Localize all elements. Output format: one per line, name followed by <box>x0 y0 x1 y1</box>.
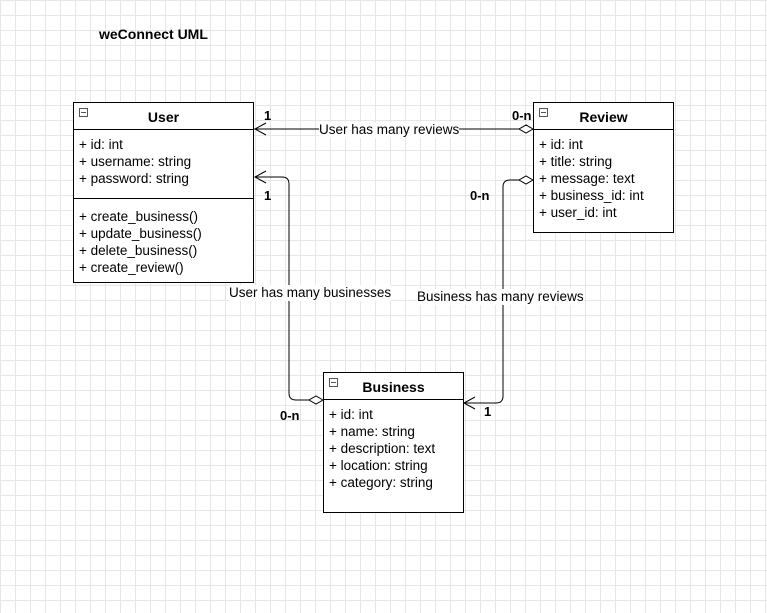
user-businesses-target-mult: 0-n <box>280 408 300 423</box>
attribute-row: + title: string <box>539 154 613 169</box>
class-business-header[interactable]: Business <box>324 373 463 400</box>
collapse-icon[interactable] <box>329 378 338 387</box>
business-reviews-source-mult: 1 <box>484 404 492 419</box>
attribute-row: + business_id: int <box>539 188 644 203</box>
user-businesses-arrow <box>253 170 267 184</box>
user-businesses-label: User has many businesses <box>229 285 392 301</box>
user-businesses-diamond <box>307 395 325 405</box>
class-business[interactable]: Business + id: int + name: string + desc… <box>323 372 464 513</box>
diagram-title: weConnect UML <box>99 26 208 42</box>
class-user-header[interactable]: User <box>74 103 253 130</box>
business-reviews-arrow <box>462 396 476 410</box>
operation-row: + delete_business() <box>79 243 198 258</box>
attribute-row: + username: string <box>79 154 192 169</box>
collapse-icon[interactable] <box>539 108 548 117</box>
class-user-attributes: + id: int + username: string + password:… <box>74 130 253 198</box>
business-reviews-diamond <box>517 175 535 185</box>
user-businesses-source-mult: 1 <box>264 188 272 203</box>
class-review[interactable]: Review + id: int + title: string + messa… <box>533 102 674 233</box>
user-reviews-arrow <box>253 122 267 136</box>
user-reviews-label: User has many reviews <box>319 122 460 138</box>
class-review-name: Review <box>579 109 628 125</box>
attribute-row: + id: int <box>539 137 583 152</box>
attribute-row: + message: text <box>539 171 635 186</box>
user-reviews-diamond <box>517 124 535 134</box>
collapse-icon[interactable] <box>79 108 88 117</box>
attribute-row: + description: text <box>329 441 436 456</box>
class-business-name: Business <box>362 379 425 395</box>
operation-row: + create_business() <box>79 209 198 224</box>
attribute-row: + category: string <box>329 475 433 490</box>
class-user[interactable]: User + id: int + username: string + pass… <box>73 102 254 283</box>
attribute-row: + id: int <box>329 407 373 422</box>
class-user-operations: + create_business() + update_business() … <box>74 198 253 280</box>
class-review-attributes: + id: int + title: string + message: tex… <box>534 130 673 225</box>
user-reviews-target-mult: 0-n <box>512 108 532 123</box>
attribute-row: + name: string <box>329 424 415 439</box>
class-review-header[interactable]: Review <box>534 103 673 130</box>
business-reviews-target-mult: 0-n <box>470 188 490 203</box>
operation-row: + create_review() <box>79 260 184 275</box>
operation-row: + update_business() <box>79 226 202 241</box>
attribute-row: + id: int <box>79 137 123 152</box>
attribute-row: + location: string <box>329 458 428 473</box>
attribute-row: + user_id: int <box>539 205 617 220</box>
class-user-name: User <box>147 109 180 125</box>
business-reviews-label: Business has many reviews <box>417 289 584 305</box>
user-reviews-source-mult: 1 <box>264 108 272 123</box>
class-business-attributes: + id: int + name: string + description: … <box>324 400 463 495</box>
attribute-row: + password: string <box>79 171 189 186</box>
